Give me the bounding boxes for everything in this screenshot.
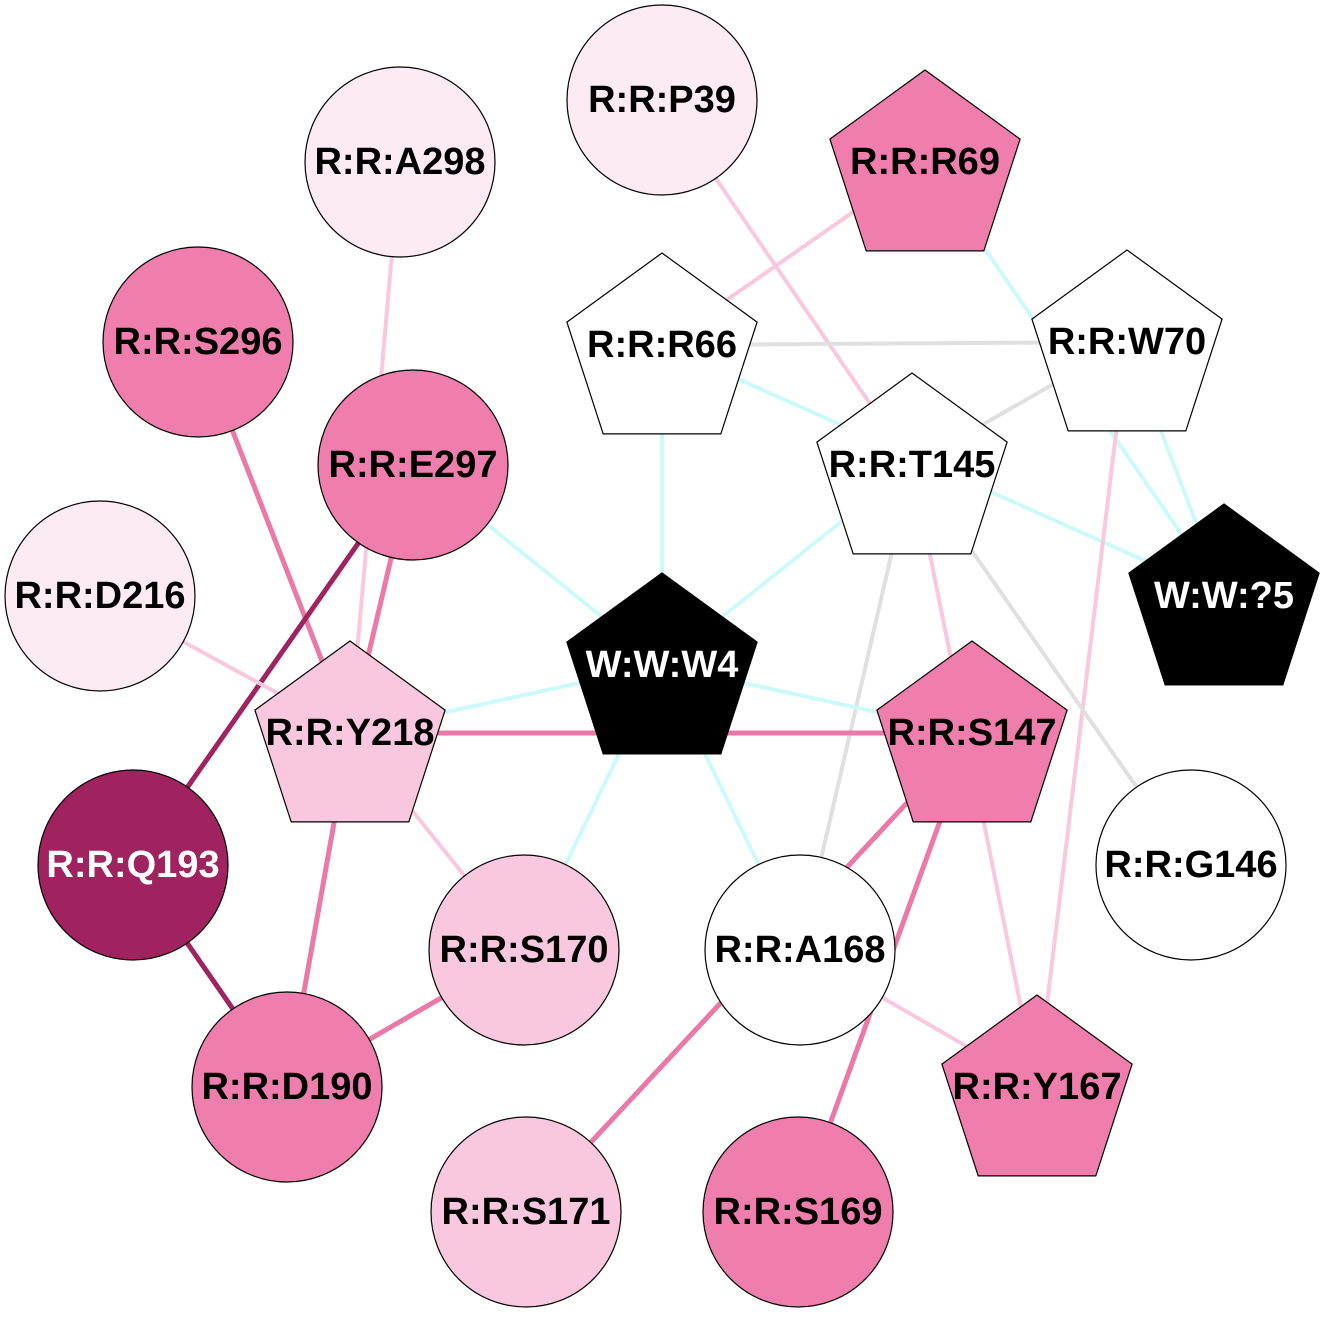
node-t145: R:R:T145 xyxy=(816,372,1008,555)
node-circle xyxy=(37,769,229,961)
node-label: R:R:D190 xyxy=(201,1066,372,1108)
node-s170: R:R:S170 xyxy=(428,854,620,1046)
node-s171: R:R:S171 xyxy=(430,1116,622,1308)
node-pentagon xyxy=(254,640,446,823)
node-circle xyxy=(304,66,496,258)
node-pentagon xyxy=(1128,503,1320,686)
node-e297: R:R:E297 xyxy=(317,369,509,561)
node-w5: W:W:?5 xyxy=(1128,503,1320,686)
node-label: R:R:T145 xyxy=(829,444,996,486)
node-label: R:R:A168 xyxy=(714,929,885,971)
node-g146: R:R:G146 xyxy=(1095,769,1287,961)
node-label: R:R:G146 xyxy=(1104,844,1277,886)
node-label: R:R:Q193 xyxy=(46,844,219,886)
node-d216: R:R:D216 xyxy=(4,500,196,692)
node-label: R:R:W70 xyxy=(1048,321,1206,363)
node-q193: R:R:Q193 xyxy=(37,769,229,961)
node-circle xyxy=(4,500,196,692)
node-label: R:R:P39 xyxy=(588,79,736,121)
node-label: R:R:S296 xyxy=(114,321,283,363)
node-circle xyxy=(430,1116,622,1308)
node-s147: R:R:S147 xyxy=(876,640,1068,823)
node-a298: R:R:A298 xyxy=(304,66,496,258)
edge-w70-y167 xyxy=(1035,340,1129,1089)
node-y218: R:R:Y218 xyxy=(254,640,446,823)
node-circle xyxy=(102,246,294,438)
node-label: R:R:S169 xyxy=(714,1191,883,1233)
node-pentagon xyxy=(566,572,758,755)
node-circle xyxy=(702,1116,894,1308)
node-label: W:W:?5 xyxy=(1154,575,1294,617)
node-pentagon xyxy=(829,69,1021,252)
node-label: R:R:R66 xyxy=(587,324,737,366)
node-pentagon xyxy=(876,640,1068,823)
node-label: R:R:R69 xyxy=(850,141,1000,183)
node-r66: R:R:R66 xyxy=(566,252,758,435)
node-circle xyxy=(317,369,509,561)
node-label: W:W:W4 xyxy=(586,644,739,686)
node-pentagon xyxy=(1031,249,1223,432)
node-pentagon xyxy=(566,252,758,435)
node-y167: R:R:Y167 xyxy=(941,994,1133,1177)
node-circle xyxy=(566,4,758,196)
node-label: R:R:S170 xyxy=(440,929,609,971)
node-label: R:R:S171 xyxy=(442,1191,611,1233)
node-label: R:R:Y218 xyxy=(266,712,435,754)
node-d190: R:R:D190 xyxy=(191,991,383,1183)
node-circle xyxy=(191,991,383,1183)
node-pentagon xyxy=(941,994,1133,1177)
node-label: R:R:A298 xyxy=(314,141,485,183)
node-s296: R:R:S296 xyxy=(102,246,294,438)
node-w70: R:R:W70 xyxy=(1031,249,1223,432)
node-label: R:R:E297 xyxy=(329,444,498,486)
node-label: R:R:D216 xyxy=(14,575,185,617)
node-s169: R:R:S169 xyxy=(702,1116,894,1308)
node-label: R:R:Y167 xyxy=(953,1066,1122,1108)
node-circle xyxy=(1095,769,1287,961)
node-w4: W:W:W4 xyxy=(566,572,758,755)
node-pentagon xyxy=(816,372,1008,555)
node-circle xyxy=(704,854,896,1046)
node-r69: R:R:R69 xyxy=(829,69,1021,252)
node-circle xyxy=(428,854,620,1046)
node-a168: R:R:A168 xyxy=(704,854,896,1046)
node-p39: R:R:P39 xyxy=(566,4,758,196)
node-label: R:R:S147 xyxy=(888,712,1057,754)
